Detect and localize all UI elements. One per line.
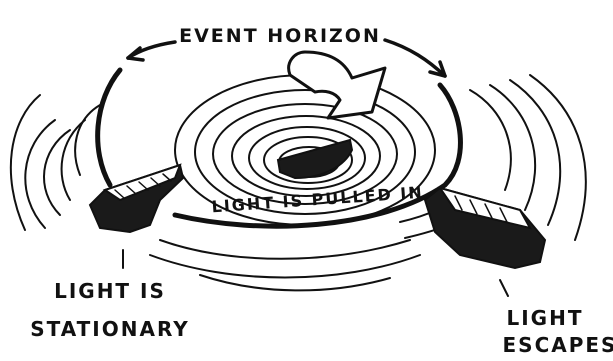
event-horizon-label: EVENT HORIZON [179,25,381,47]
arrow-icon [289,52,385,118]
stationary-label-line2: STATIONARY [30,317,190,341]
boat-icon [425,188,545,268]
escapes-label-line2: ESCAPES [503,333,613,357]
escapes-label-line1: LIGHT [507,306,584,330]
boat-icon [278,140,352,178]
stationary-label-line1: LIGHT IS [54,279,166,303]
